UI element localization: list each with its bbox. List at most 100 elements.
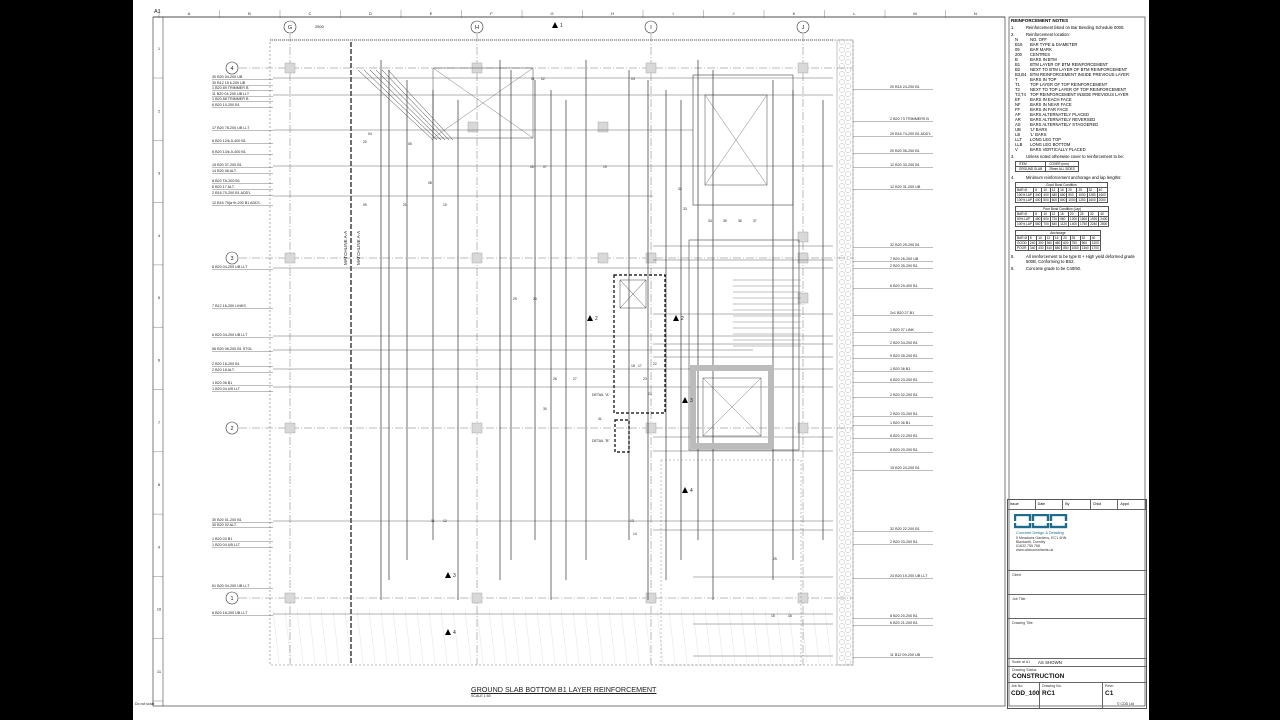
bottom-hatch <box>512 609 520 664</box>
legend-code: LLT <box>1015 137 1022 142</box>
wall-hatch-circle <box>845 459 851 465</box>
lift-pit <box>702 377 762 437</box>
bottom-hatch <box>752 609 760 664</box>
wall-hatch-circle <box>845 651 851 657</box>
wall-hatch-circle <box>839 79 845 85</box>
wall-hatch-circle <box>845 587 851 593</box>
wall-hatch-circle <box>839 631 845 637</box>
cover-cell: GROUND SLAB <box>1014 166 1047 172</box>
wall-hatch-circle <box>845 331 851 337</box>
wall-hatch-circle <box>845 555 851 561</box>
wall-hatch-circle <box>845 619 851 625</box>
wall-hatch-circle <box>839 95 845 101</box>
opening-cross <box>432 67 534 139</box>
bottom-hatch <box>692 609 700 664</box>
left-bar-label: 6 B20 16-200 UB LLT <box>212 611 248 615</box>
row-grid-number: 10 <box>157 607 162 612</box>
wall-hatch-circle <box>839 399 845 405</box>
wall-hatch-circle <box>845 235 851 241</box>
legend-code: B16 <box>1015 42 1023 47</box>
grid-bubble-col-label: G <box>288 25 292 31</box>
wall-hatch-circle <box>845 227 851 233</box>
notes-border <box>1008 16 1146 707</box>
wall-hatch-circle <box>845 291 851 297</box>
bottom-hatch <box>620 609 628 664</box>
wall-hatch-circle <box>839 71 845 77</box>
wall-hatch-circle <box>839 87 845 93</box>
note-5: All reinforcement to be type B + High yi… <box>1026 254 1135 264</box>
detail-a-label: DETAIL "A" <box>592 393 610 397</box>
column-pad <box>471 592 483 604</box>
grid-bubble-row <box>225 61 239 75</box>
wall-hatch-circle <box>839 415 845 421</box>
wall-hatch-circle <box>839 191 845 197</box>
wall-hatch-circle <box>845 315 851 321</box>
bar-mark: 10 <box>443 203 447 207</box>
left-bar-label: 8 B20 TA-200 B1 <box>212 179 240 183</box>
bottom-hatch <box>392 609 400 664</box>
column-pad <box>797 422 809 434</box>
matchline-label: MATCHLINE A-A <box>356 231 361 265</box>
core-shaft <box>692 74 794 206</box>
rev-value: C1 <box>1105 690 1114 697</box>
bottom-hatch <box>332 609 340 664</box>
col-grid-letter: E <box>430 11 433 16</box>
wall-hatch-circle <box>845 563 851 569</box>
section-marker-label: 4 <box>453 630 456 636</box>
right-bar-label: 2 B20 34-200 B1 <box>890 341 918 345</box>
wall-hatch-circle <box>839 295 845 301</box>
bar-mark: 18 <box>631 364 635 368</box>
wall-hatch-circle <box>845 379 851 385</box>
legend-desc: NEXT TO BTM LAYER OF BTM REINFORCEMENT <box>1030 67 1128 72</box>
wall-hatch-circle <box>845 83 851 89</box>
column-pad <box>597 252 609 264</box>
legend-desc: BARS VERTICALLY PLACED <box>1030 147 1086 152</box>
col-grid-letter: L <box>853 11 856 16</box>
wall-hatch-circle <box>845 475 851 481</box>
wall-hatch-circle <box>839 375 845 381</box>
bottom-hatch <box>824 609 832 664</box>
wall-hatch-circle <box>845 99 851 105</box>
section-marker <box>682 487 688 493</box>
bar-mark: 11 <box>431 519 435 523</box>
col-grid-letter: D <box>369 11 372 16</box>
grid-bubble-col-label: J <box>802 25 805 31</box>
wall-hatch-circle <box>839 447 845 453</box>
bottom-hatch <box>356 609 364 664</box>
legend-code: AP <box>1015 112 1021 117</box>
bar-mark: 05 <box>408 142 412 146</box>
legend-code: EF <box>1015 97 1021 102</box>
right-bar-label: 11 B12 09-200 UB <box>890 653 921 657</box>
wall-hatch-circle <box>845 155 851 161</box>
right-bar-label: 20 B16 24-200 B1 <box>890 85 920 89</box>
wall-hatch-circle <box>845 451 851 457</box>
row-grid-number: 7 <box>158 420 161 425</box>
section-marker-label: 2 <box>595 316 598 322</box>
top-dimension: 2500 <box>315 24 324 29</box>
left-bar-label: 6 B20 13/k-5-400 B1 <box>212 150 246 154</box>
left-bar-label: 1 B20 06 B1 <box>212 381 232 385</box>
bottom-hatch <box>548 609 556 664</box>
scale-label: Scale at A1 <box>1012 660 1031 664</box>
grid-bubble-row-label: 1 <box>230 596 233 602</box>
wall-hatch-circle <box>839 167 845 173</box>
wall-hatch-circle <box>839 343 845 349</box>
column-pad <box>797 592 809 604</box>
wall-hatch-circle <box>839 599 845 605</box>
wall-hatch-circle <box>839 119 845 125</box>
wall-hatch-circle <box>839 111 845 117</box>
client-label: Client <box>1012 573 1022 577</box>
wall-hatch-circle <box>845 395 851 401</box>
bar-mark: 08 <box>428 181 432 185</box>
right-bar-label: 20 B16 74-200 B1 ADD'L <box>890 132 931 136</box>
col-grid-letter: G <box>550 11 553 16</box>
legend-desc: TOP LAYER OF TOP REINFORCEMENT <box>1030 82 1108 87</box>
legend-desc: NO. OFF <box>1030 37 1047 42</box>
